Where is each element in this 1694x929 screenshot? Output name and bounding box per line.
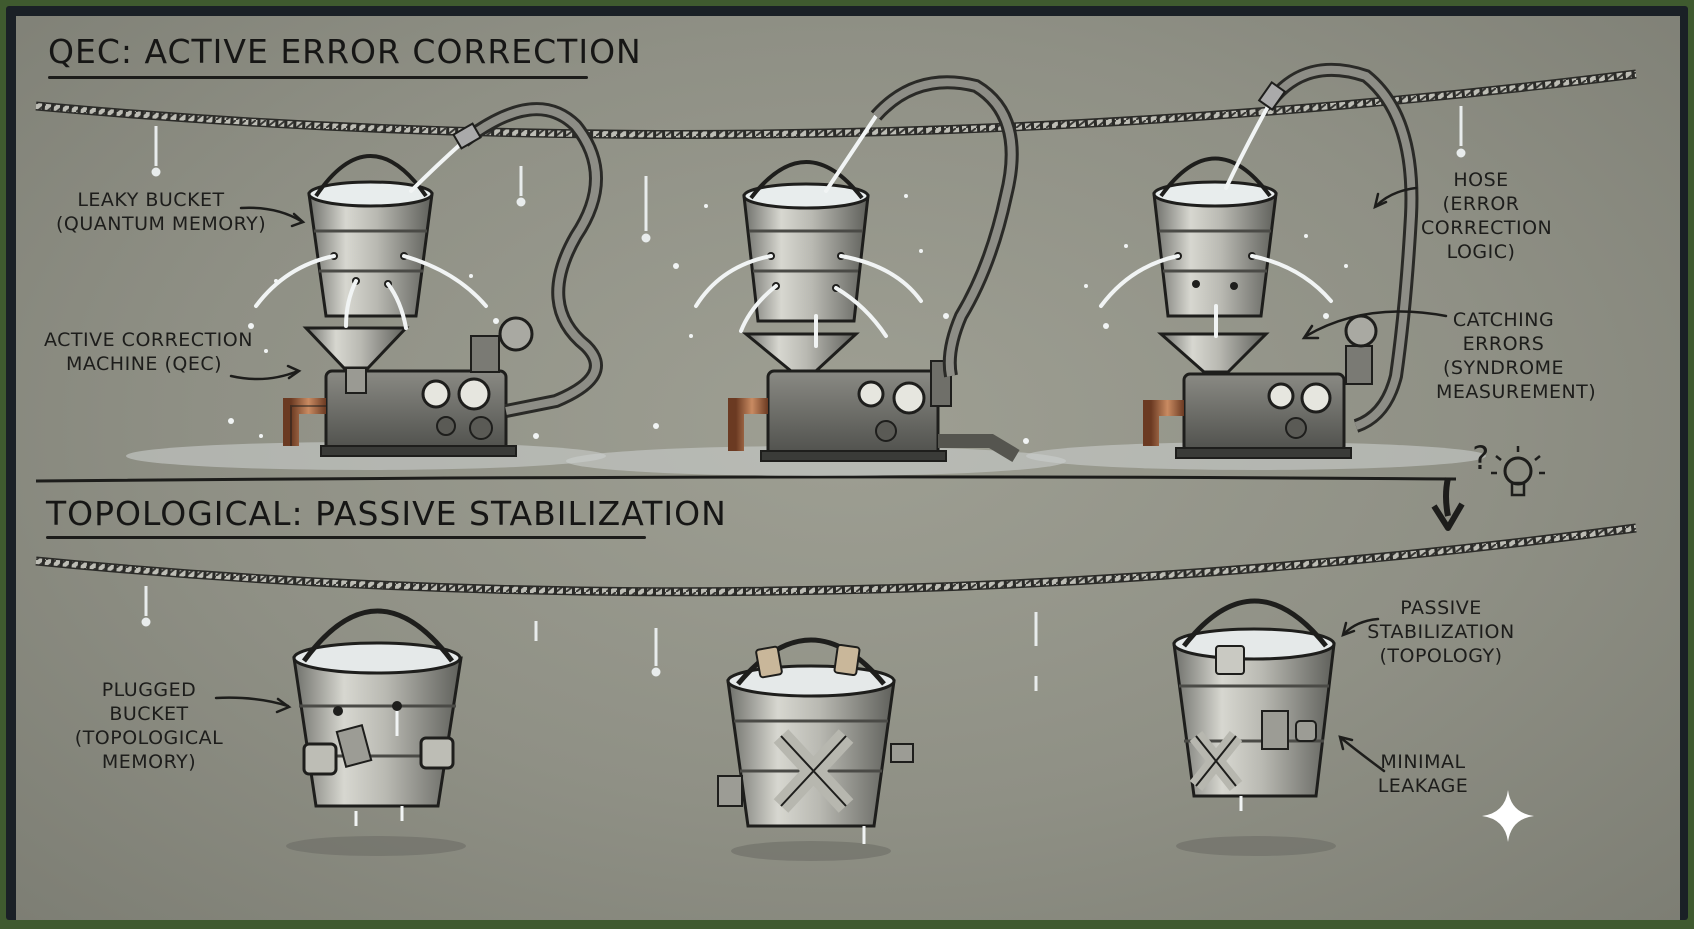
qec-station-3 — [1026, 70, 1486, 470]
section-divider — [36, 477, 1456, 481]
label-plugged-bucket: PLUGGED BUCKET (TOPOLOGICAL MEMORY) — [74, 678, 224, 774]
qec-station-2 — [566, 82, 1066, 476]
plugged-bucket-1 — [286, 611, 466, 856]
sparkle-icon — [1478, 786, 1538, 846]
lightbulb-icon — [1491, 446, 1545, 495]
label-leaky-bucket: LEAKY BUCKET (QUANTUM MEMORY) — [56, 188, 246, 236]
arrow-down-icon — [1434, 478, 1462, 528]
label-passive-stabilization: PASSIVE STABILIZATION (TOPOLOGY) — [1361, 596, 1521, 668]
question-mark: ? — [1466, 446, 1496, 470]
diagram-canvas: QEC: ACTIVE ERROR CORRECTION TOPOLOGICAL… — [16, 16, 1680, 920]
plugged-bucket-3 — [1174, 601, 1336, 856]
label-minimal-leakage: MINIMAL LEAKAGE — [1368, 750, 1478, 798]
label-hose: HOSE (ERROR CORRECTION LOGIC) — [1421, 168, 1541, 264]
bottom-section-title: TOPOLOGICAL: PASSIVE STABILIZATION — [46, 494, 727, 533]
top-title-underline — [48, 76, 588, 79]
qec-station-1 — [126, 109, 606, 470]
label-catching-errors: CATCHING ERRORS (SYNDROME MEASUREMENT) — [1436, 308, 1571, 404]
label-active-correction-machine: ACTIVE CORRECTION MACHINE (QEC) — [44, 328, 244, 376]
bottom-title-underline — [46, 536, 646, 539]
top-section-title: QEC: ACTIVE ERROR CORRECTION — [48, 32, 642, 71]
image-container: QEC: ACTIVE ERROR CORRECTION TOPOLOGICAL… — [6, 6, 1688, 920]
plugged-bucket-2 — [718, 640, 913, 861]
